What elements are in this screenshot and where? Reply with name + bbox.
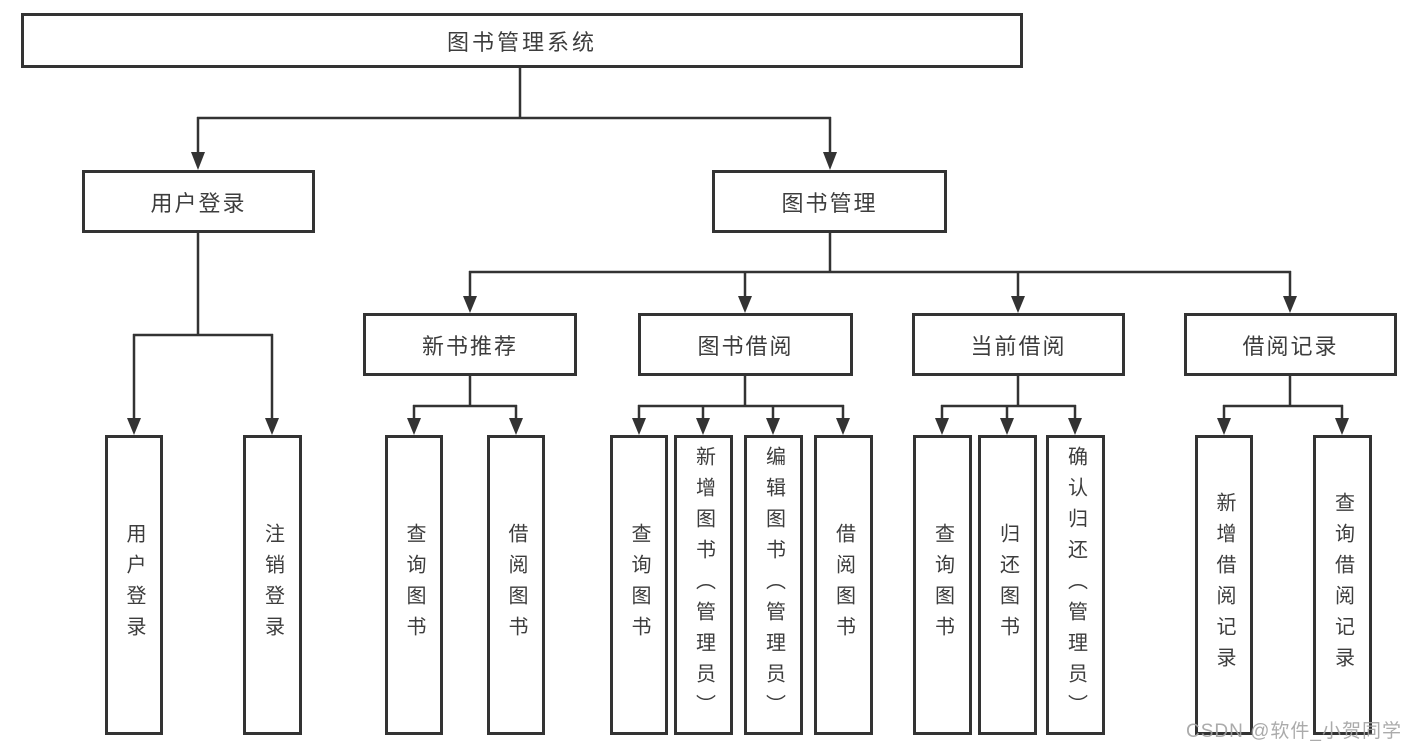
leaf-add-book-admin: 新增图书（管理员） — [674, 435, 733, 735]
arrowhead-icon — [836, 418, 850, 435]
leaf-query-books-recommend: 查询图书 — [385, 435, 443, 735]
node-new-book-recommendation: 新书推荐 — [363, 313, 577, 376]
leaf-query-borrow-record: 查询借阅记录 — [1313, 435, 1372, 735]
arrowhead-icon — [1068, 418, 1082, 435]
node-borrowing-records: 借阅记录 — [1184, 313, 1397, 376]
arrowhead-icon — [407, 418, 421, 435]
leaf-query-books-current: 查询图书 — [913, 435, 972, 735]
leaf-return-book: 归还图书 — [978, 435, 1037, 735]
leaf-borrow-books-recommend: 借阅图书 — [487, 435, 545, 735]
leaf-add-borrow-record: 新增借阅记录 — [1195, 435, 1253, 735]
arrowhead-icon — [265, 418, 279, 435]
node-book-borrowing: 图书借阅 — [638, 313, 853, 376]
node-library-management-system: 图书管理系统 — [21, 13, 1023, 68]
csdn-watermark: CSDN @软件_小贺同学 — [1186, 721, 1402, 742]
leaf-confirm-return-admin: 确认归还（管理员） — [1046, 435, 1105, 735]
arrowhead-icon — [935, 418, 949, 435]
arrowhead-icon — [823, 152, 837, 170]
arrowhead-icon — [766, 418, 780, 435]
arrowhead-icon — [1283, 296, 1297, 313]
node-book-management: 图书管理 — [712, 170, 947, 233]
arrowhead-icon — [738, 296, 752, 313]
arrowhead-icon — [632, 418, 646, 435]
arrowhead-icon — [1335, 418, 1349, 435]
arrowhead-icon — [463, 296, 477, 313]
node-current-borrowing: 当前借阅 — [912, 313, 1125, 376]
leaf-borrow-books-2: 借阅图书 — [814, 435, 873, 735]
arrowhead-icon — [1000, 418, 1014, 435]
arrowhead-icon — [696, 418, 710, 435]
arrowhead-icon — [1011, 296, 1025, 313]
arrowhead-icon — [127, 418, 141, 435]
arrowhead-icon — [1217, 418, 1231, 435]
leaf-query-books-borrow: 查询图书 — [610, 435, 668, 735]
arrowhead-icon — [191, 152, 205, 170]
leaf-edit-book-admin: 编辑图书（管理员） — [744, 435, 803, 735]
leaf-logout: 注销登录 — [243, 435, 302, 735]
node-user-login: 用户登录 — [82, 170, 315, 233]
leaf-user-login: 用户登录 — [105, 435, 163, 735]
arrowhead-icon — [509, 418, 523, 435]
